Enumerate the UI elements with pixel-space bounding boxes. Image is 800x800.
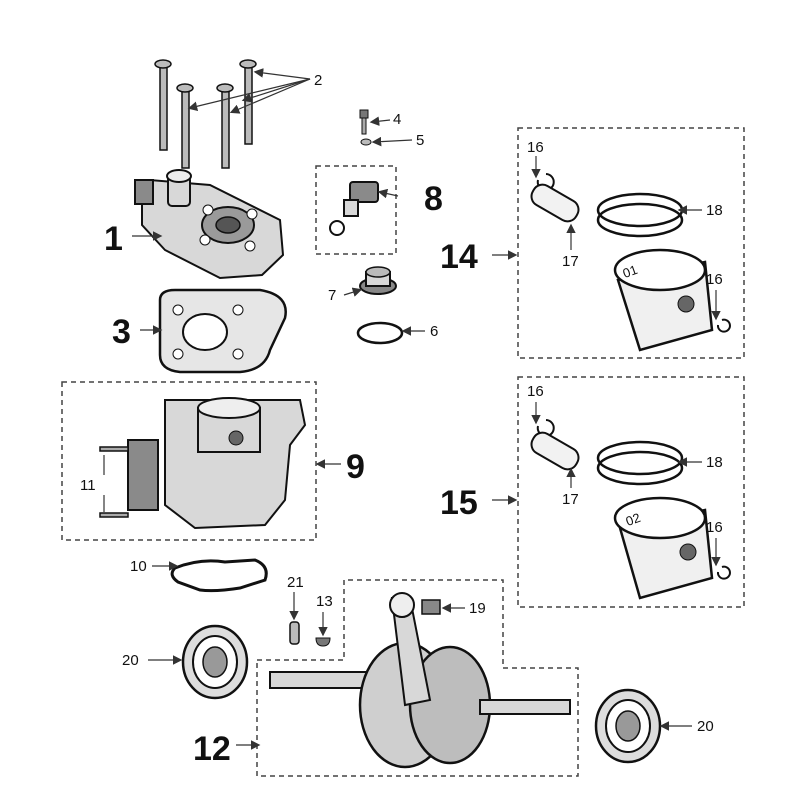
group-box-8 <box>315 165 397 255</box>
callout-9: 9 <box>346 448 365 486</box>
bearing-right <box>594 688 662 764</box>
piston-mark-01: 01 <box>621 262 640 281</box>
callout-4: 4 <box>393 111 401 128</box>
callout-15: 15 <box>440 484 478 522</box>
o-ring <box>356 321 404 345</box>
callout-1: 1 <box>104 220 123 258</box>
callout-2: 2 <box>314 72 322 89</box>
callout-20-a: 20 <box>122 652 139 669</box>
cylinder-head <box>134 169 285 280</box>
woodruff-key <box>315 637 331 647</box>
callout-5: 5 <box>416 132 424 149</box>
callout-3: 3 <box>112 313 131 351</box>
head-gasket <box>158 288 287 374</box>
callout-18-b: 18 <box>706 454 723 471</box>
leaders-14 <box>492 156 721 321</box>
callout-6: 6 <box>430 323 438 340</box>
callout-14: 14 <box>440 238 478 276</box>
callout-20-b: 20 <box>697 718 714 735</box>
crankshaft <box>269 592 571 769</box>
callout-18-a: 18 <box>706 202 723 219</box>
callout-11: 11 <box>80 477 96 494</box>
piston-group-15 <box>530 419 731 600</box>
group-box-14 <box>517 127 745 359</box>
leader-8 <box>377 188 399 199</box>
needle-bearing <box>421 599 441 615</box>
callout-16-d: 16 <box>706 519 723 536</box>
head-bolts <box>154 59 257 169</box>
callout-17-b: 17 <box>562 491 579 508</box>
callout-10: 10 <box>130 558 147 575</box>
callout-13: 13 <box>316 593 333 610</box>
piston-group-14 <box>530 173 731 352</box>
leader-7 <box>343 287 363 297</box>
callout-16-c: 16 <box>527 383 544 400</box>
leaders-15 <box>492 402 721 567</box>
base-gasket <box>170 558 268 593</box>
callout-17-a: 17 <box>562 253 579 270</box>
callout-7: 7 <box>328 287 336 304</box>
callout-16-a: 16 <box>527 139 544 156</box>
dowel-pin <box>289 621 300 645</box>
bearing-left <box>181 624 249 700</box>
leaders-2 <box>187 68 311 114</box>
callout-21: 21 <box>287 574 304 591</box>
leader-5 <box>371 136 413 147</box>
temperature-sensor <box>329 181 379 236</box>
callout-16-b: 16 <box>706 271 723 288</box>
group-box-12 <box>256 579 579 777</box>
thermostat <box>359 266 397 295</box>
leader-4 <box>369 116 391 126</box>
callout-12: 12 <box>193 730 231 768</box>
callout-19: 19 <box>469 600 486 617</box>
group-box-15 <box>517 376 745 608</box>
piston-mark-02: 02 <box>624 510 643 529</box>
cylinder-kit <box>99 397 307 530</box>
callout-8: 8 <box>424 180 443 218</box>
screw-and-washer <box>359 109 372 146</box>
